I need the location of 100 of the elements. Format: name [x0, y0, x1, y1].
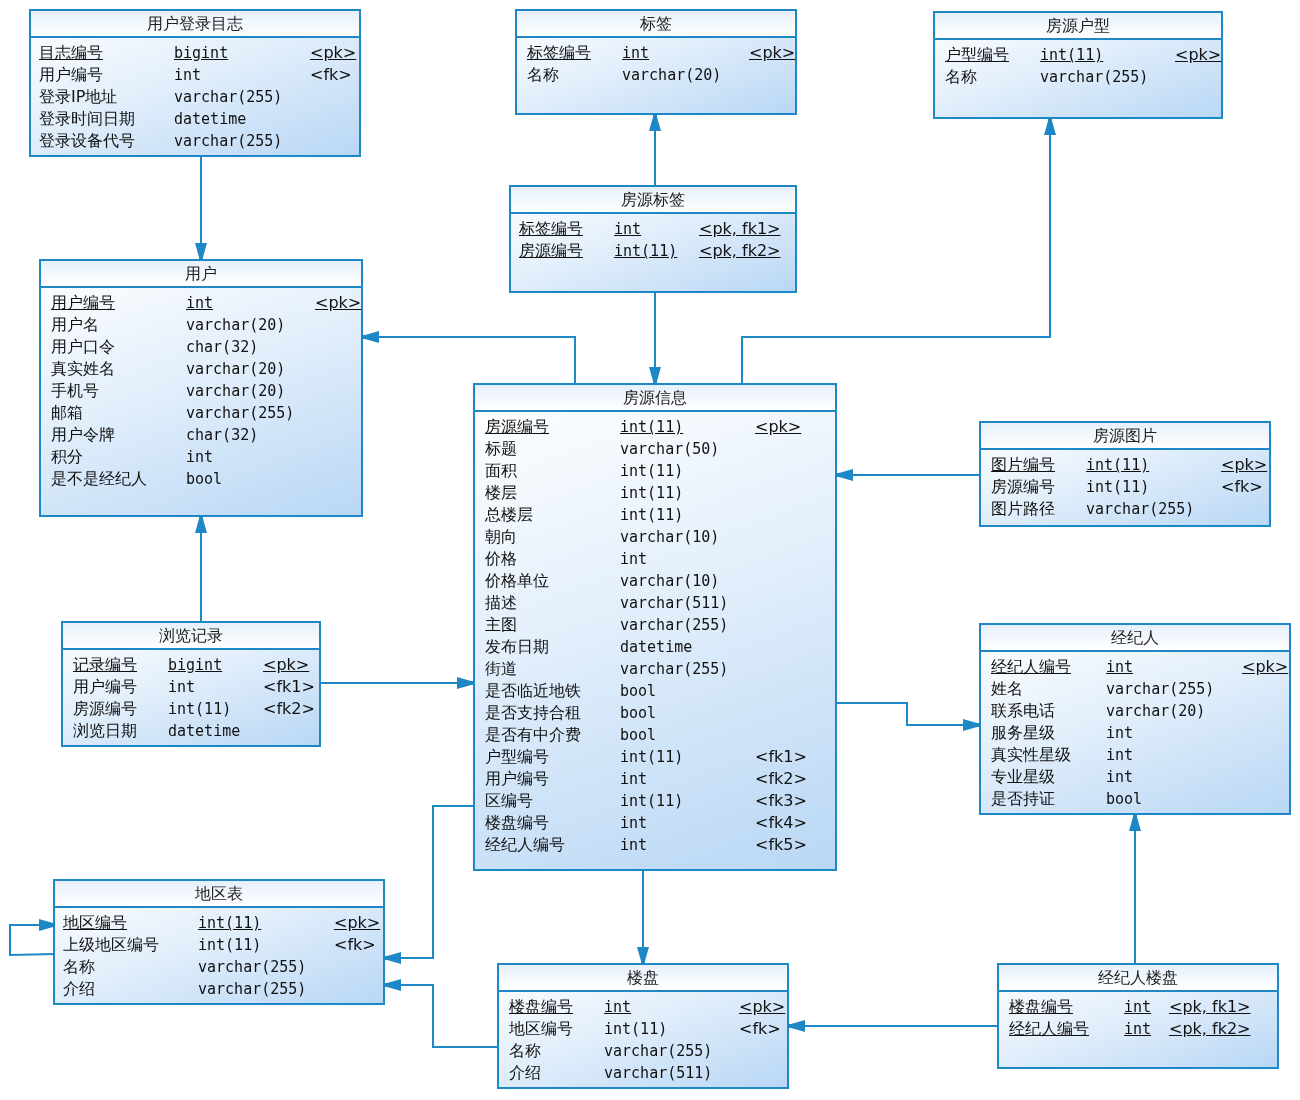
data-type: varchar(255) — [620, 615, 729, 636]
data-type: bool — [620, 681, 657, 702]
column-name: 用户令牌 — [51, 424, 115, 446]
data-type: int(11) — [614, 241, 678, 262]
column-name: 用户编号 — [51, 292, 115, 314]
data-type: varchar(10) — [620, 527, 720, 548]
data-type: datetime — [168, 721, 241, 742]
column-name: 房源编号 — [485, 416, 549, 438]
key-marker: <fk> — [310, 64, 352, 86]
entity-table — [39, 259, 363, 517]
data-type: varchar(50) — [620, 439, 720, 460]
column-name: 专业星级 — [991, 766, 1055, 788]
data-type: int — [1106, 723, 1134, 744]
column-name: 图片编号 — [991, 454, 1055, 476]
entity-table — [979, 421, 1271, 527]
column-name: 街道 — [485, 658, 517, 680]
data-type: int — [168, 677, 196, 698]
column-name: 记录编号 — [73, 654, 137, 676]
data-type: int — [620, 769, 648, 790]
column-name: 介绍 — [63, 978, 95, 1000]
column-name: 浏览日期 — [73, 720, 137, 742]
column-name: 真实姓名 — [51, 358, 115, 380]
data-type: varchar(255) — [1086, 499, 1195, 520]
key-marker: <fk2> — [755, 768, 807, 790]
data-type: int — [620, 813, 648, 834]
column-name: 用户口令 — [51, 336, 115, 358]
key-marker: <pk> — [1242, 656, 1289, 678]
key-marker: <fk5> — [755, 834, 807, 856]
column-name: 楼盘编号 — [509, 996, 573, 1018]
data-type: int(11) — [620, 461, 684, 482]
table-title: 用户登录目志 — [31, 11, 359, 38]
data-type: varchar(20) — [186, 359, 286, 380]
column-name: 是否持证 — [991, 788, 1055, 810]
data-type: char(32) — [186, 337, 259, 358]
entity-table — [515, 9, 797, 115]
column-name: 用户编号 — [73, 676, 137, 698]
column-name: 楼层 — [485, 482, 517, 504]
key-marker: <pk> — [315, 292, 362, 314]
column-name: 楼盘编号 — [1009, 996, 1073, 1018]
column-name: 标签编号 — [527, 42, 591, 64]
data-type: varchar(20) — [186, 315, 286, 336]
key-marker: <pk> — [334, 912, 381, 934]
data-type: varchar(511) — [620, 593, 729, 614]
column-name: 用户编号 — [39, 64, 103, 86]
data-type: int — [1124, 1019, 1152, 1040]
data-type: int(11) — [620, 791, 684, 812]
column-name: 登录时间日期 — [39, 108, 135, 130]
column-name: 房源编号 — [991, 476, 1055, 498]
column-name: 楼盘编号 — [485, 812, 549, 834]
column-name: 价格 — [485, 548, 517, 570]
column-name: 真实性星级 — [991, 744, 1071, 766]
key-marker: <pk> — [1221, 454, 1268, 476]
data-type: varchar(255) — [1040, 67, 1149, 88]
data-type: int(11) — [604, 1019, 668, 1040]
data-type: int — [186, 293, 214, 314]
data-type: int(11) — [1086, 477, 1150, 498]
column-name: 经纪人编号 — [991, 656, 1071, 678]
data-type: int(11) — [620, 483, 684, 504]
column-name: 价格单位 — [485, 570, 549, 592]
column-name: 描述 — [485, 592, 517, 614]
data-type: int — [620, 835, 648, 856]
column-name: 地区编号 — [63, 912, 127, 934]
column-name: 名称 — [527, 64, 559, 86]
data-type: bool — [1106, 789, 1143, 810]
column-name: 发布日期 — [485, 636, 549, 658]
column-name: 是否有中介费 — [485, 724, 581, 746]
data-type: int — [186, 447, 214, 468]
key-marker: <pk> — [739, 996, 786, 1018]
data-type: bool — [620, 725, 657, 746]
column-name: 是否支持合租 — [485, 702, 581, 724]
column-name: 联系电话 — [991, 700, 1055, 722]
data-type: int — [1124, 997, 1152, 1018]
data-type: int(11) — [620, 747, 684, 768]
key-marker: <pk, fk1> — [1169, 996, 1251, 1018]
data-type: varchar(20) — [622, 65, 722, 86]
entity-table — [497, 963, 789, 1089]
table-title: 楼盘 — [499, 965, 787, 992]
column-name: 标签编号 — [519, 218, 583, 240]
column-name: 目志编号 — [39, 42, 103, 64]
column-name: 用户名 — [51, 314, 99, 336]
data-type: int — [622, 43, 650, 64]
entity-table — [509, 185, 797, 293]
table-title: 标签 — [517, 11, 795, 38]
data-type: bool — [620, 703, 657, 724]
column-name: 邮箱 — [51, 402, 83, 424]
data-type: varchar(255) — [620, 659, 729, 680]
entity-table — [29, 9, 361, 157]
table-title: 房源图片 — [981, 423, 1269, 450]
entity-table — [61, 621, 321, 747]
column-name: 地区编号 — [509, 1018, 573, 1040]
data-type: int(11) — [620, 417, 684, 438]
data-type: int — [620, 549, 648, 570]
key-marker: <fk2> — [263, 698, 315, 720]
data-type: bool — [186, 469, 223, 490]
entity-table — [933, 11, 1223, 119]
data-type: int(11) — [168, 699, 232, 720]
data-type: datetime — [174, 109, 247, 130]
data-type: int — [1106, 657, 1134, 678]
data-type: varchar(255) — [198, 957, 307, 978]
key-marker: <fk> — [334, 934, 376, 956]
